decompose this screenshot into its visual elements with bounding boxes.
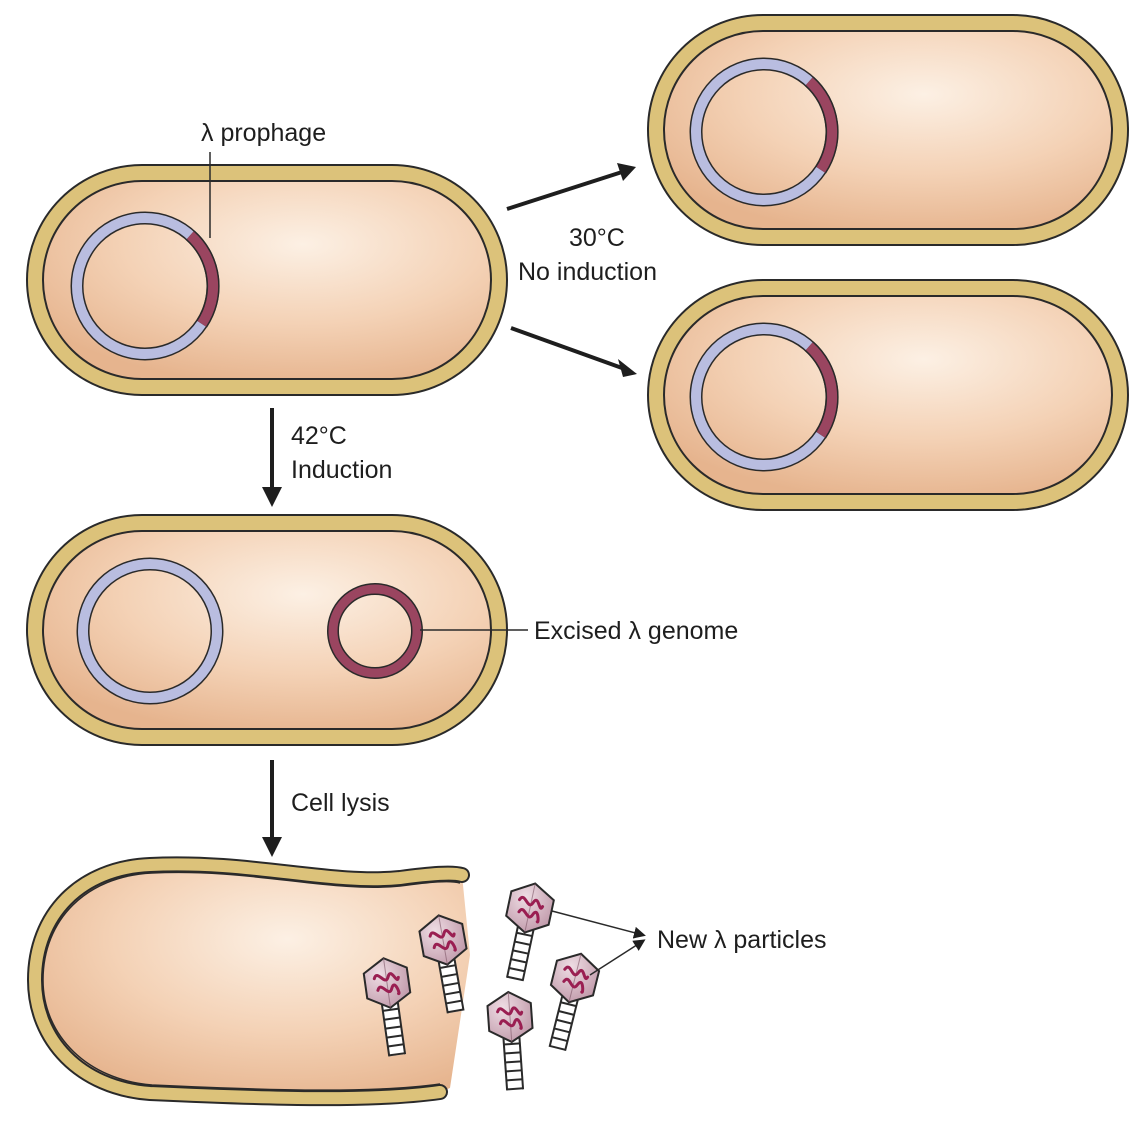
lambda-particle <box>505 882 555 982</box>
temperature-42-label: 42°C <box>291 422 347 450</box>
phage-dna <box>496 1006 524 1030</box>
lambda-particle <box>418 914 468 1014</box>
phage-tail <box>381 1002 407 1057</box>
induced-cell <box>26 514 528 746</box>
arrow-to-bottom-daughter <box>510 326 637 377</box>
new-particles-label: New λ particles <box>657 926 827 954</box>
phage-tail <box>502 1037 525 1091</box>
phage-dna <box>372 972 401 995</box>
lambda-particle <box>362 957 412 1057</box>
phage-tail <box>548 996 579 1052</box>
daughter-cell-top <box>647 14 1129 246</box>
cytoplasm <box>42 180 492 380</box>
induction-label: Induction <box>291 456 392 484</box>
lysed-cytoplasm <box>35 864 470 1099</box>
arrow-lysis <box>262 760 282 857</box>
lambda-particle <box>486 990 534 1091</box>
bacterial-chromosome <box>76 557 224 705</box>
particles-leader <box>551 910 646 976</box>
prophage-label: λ prophage <box>201 119 326 147</box>
no-induction-label: No induction <box>518 258 657 286</box>
phage-dna <box>517 896 545 924</box>
phage-dna <box>428 928 457 952</box>
chromosome-with-prophage <box>689 57 839 207</box>
cell-lysis-label: Cell lysis <box>291 789 390 817</box>
chromosome-with-prophage <box>689 322 839 472</box>
arrow-induction <box>262 408 282 507</box>
lambda-particle <box>548 952 601 1052</box>
excised-genome-label: Excised λ genome <box>534 617 738 645</box>
lysed-cell <box>26 856 470 1107</box>
temperature-30-label: 30°C <box>569 224 625 252</box>
arrow-to-top-daughter <box>506 163 636 211</box>
phage-dna <box>562 965 590 994</box>
daughter-cell-bottom <box>647 279 1129 511</box>
phage-tail <box>506 926 535 982</box>
chromosome-with-prophage <box>70 211 220 361</box>
excised-lambda-genome <box>327 583 423 679</box>
phage-tail <box>437 959 465 1014</box>
lysogen-cell <box>26 152 508 396</box>
lambda-particles <box>362 882 601 1091</box>
